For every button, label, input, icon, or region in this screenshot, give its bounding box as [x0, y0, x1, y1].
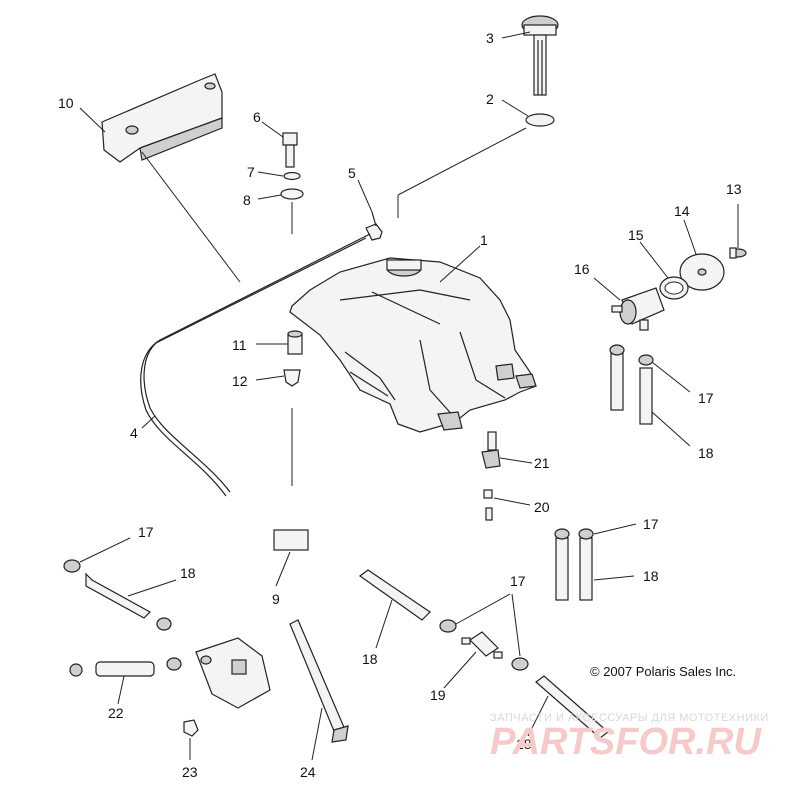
- callout-17-c: 17: [510, 573, 526, 589]
- watermark-logo: PARTSFOR.RU: [490, 721, 762, 763]
- leader-17-c2: [511, 593, 521, 657]
- hose-left-part-18: [63, 559, 172, 631]
- leader-18-c: [375, 599, 393, 649]
- hose-center-part-18: [358, 569, 431, 621]
- bolt-part-6: [282, 132, 298, 168]
- copyright-text: © 2007 Polaris Sales Inc.: [590, 664, 736, 679]
- short-hose-part-22: [69, 657, 182, 677]
- leader-16: [593, 277, 621, 301]
- leader-10-tank: [141, 151, 241, 283]
- callout-10: 10: [58, 95, 74, 111]
- callout-23: 23: [182, 764, 198, 780]
- clamps-center-part-17: [439, 619, 529, 671]
- washer-part-8: [280, 188, 304, 200]
- callout-14: 14: [674, 203, 690, 219]
- leader-15: [639, 241, 669, 279]
- callout-20: 20: [534, 499, 550, 515]
- callout-11: 11: [232, 337, 247, 353]
- leader-17-c1: [455, 593, 511, 625]
- callout-1: 1: [480, 232, 488, 248]
- callout-4: 4: [130, 425, 138, 441]
- callout-18-b: 18: [698, 445, 714, 461]
- leader-17-a: [79, 537, 131, 563]
- callout-19: 19: [430, 687, 446, 703]
- leader-7: [257, 171, 284, 177]
- leader-24: [311, 707, 323, 761]
- leader-17-b: [651, 361, 691, 393]
- vent-fitting-part-5: [365, 211, 383, 241]
- leader-2-tank: [397, 127, 527, 196]
- callout-22: 22: [108, 705, 124, 721]
- callout-6: 6: [253, 109, 261, 125]
- leader-18-e: [527, 695, 549, 737]
- fuel-filter-part-19: [461, 631, 503, 659]
- leader-9: [275, 551, 291, 587]
- callout-8: 8: [243, 192, 251, 208]
- callout-18-c: 18: [362, 651, 378, 667]
- fuel-tank-part-1: [289, 257, 537, 433]
- callout-12: 12: [232, 373, 248, 389]
- callout-13: 13: [726, 181, 742, 197]
- leader-6: [261, 121, 284, 138]
- leader-19: [443, 651, 477, 689]
- callout-7: 7: [247, 164, 255, 180]
- callout-17-b: 17: [698, 390, 714, 406]
- fill-cap-part-3: [521, 15, 559, 96]
- leader-10: [79, 107, 106, 133]
- screw-part-20: [483, 489, 493, 521]
- callout-17-d: 17: [643, 516, 659, 532]
- leader-17-d: [593, 523, 637, 535]
- strap-part-24: [289, 619, 349, 743]
- leader-20: [493, 497, 531, 506]
- leader-18-a: [127, 579, 177, 597]
- hose-pair-lower-part-18: [554, 528, 594, 601]
- label-part-9: [273, 529, 309, 551]
- callout-15: 15: [628, 227, 644, 243]
- leader-18-b: [651, 411, 691, 447]
- leader-8: [257, 194, 282, 200]
- hose-lower-right-part-18: [535, 675, 609, 739]
- drain-valve-part-21: [481, 431, 501, 469]
- callout-21: 21: [534, 455, 550, 471]
- screw-part-13: [729, 247, 747, 259]
- callout-5: 5: [348, 165, 356, 181]
- callout-24: 24: [300, 764, 316, 780]
- callout-18-a: 18: [180, 565, 196, 581]
- washer-part-7: [283, 171, 301, 181]
- leader-3: [501, 31, 531, 39]
- leader-14: [683, 219, 697, 255]
- leader-18-d: [593, 575, 635, 581]
- callout-18-d: 18: [643, 568, 659, 584]
- callout-18-e: 18: [516, 736, 532, 752]
- leader-4: [141, 415, 156, 429]
- leader-21: [499, 457, 533, 464]
- nut-part-23: [183, 719, 199, 737]
- callout-2: 2: [486, 91, 494, 107]
- leader-1: [439, 245, 481, 283]
- leader-5: [357, 179, 373, 213]
- fuel-pump-part-16: [611, 287, 665, 331]
- leader-12: [255, 375, 285, 381]
- leader-2: [501, 99, 529, 117]
- leader-22: [117, 675, 125, 705]
- hose-pair-upper-part-18: [609, 344, 654, 425]
- callout-9: 9: [272, 591, 280, 607]
- callout-16: 16: [574, 261, 590, 277]
- callout-3: 3: [486, 30, 494, 46]
- pump-module: [195, 637, 271, 709]
- bracket-part-10: [101, 73, 223, 163]
- washer-part-2: [525, 113, 555, 127]
- watermark-tagline: ЗАПЧАСТИ И АКСЕССУАРЫ ДЛЯ МОТОТЕХНИКИ: [490, 712, 769, 724]
- vent-hose-part-4: [140, 233, 371, 497]
- callout-17-a: 17: [138, 524, 154, 540]
- grommet-part-12: [283, 369, 301, 387]
